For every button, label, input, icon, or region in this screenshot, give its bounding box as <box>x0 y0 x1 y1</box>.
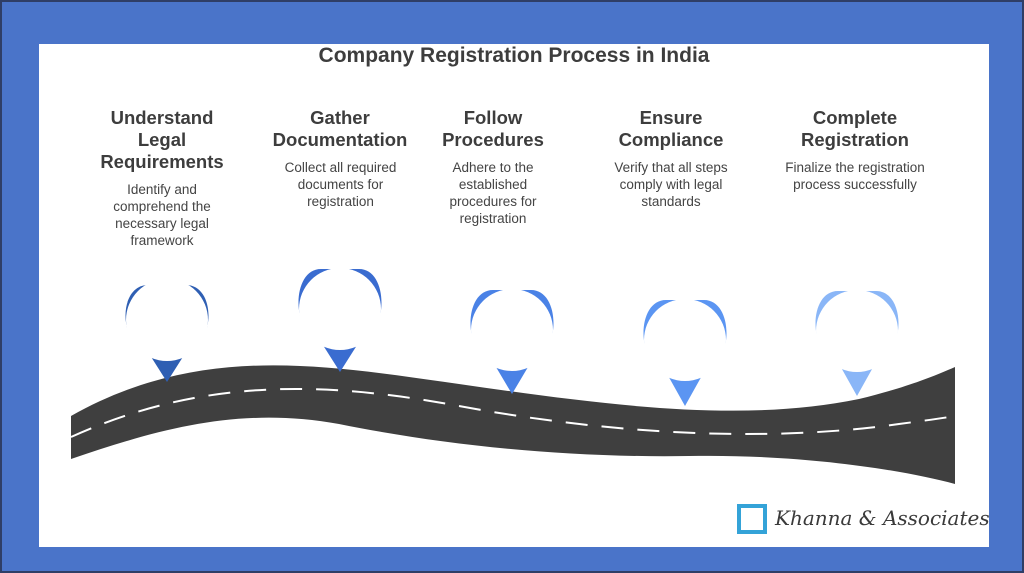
logo-text: Khanna & Associates <box>775 506 989 530</box>
logo-square-icon <box>737 504 767 534</box>
milestone-marker-2 <box>298 268 382 372</box>
step-2: Gather Documentation Collect all require… <box>265 107 415 210</box>
milestone-marker-4 <box>643 299 727 406</box>
company-logo: Khanna & Associates <box>737 502 989 536</box>
step-5-description: Finalize the registration process succes… <box>785 160 925 192</box>
step-4-description: Verify that all steps comply with legal … <box>614 160 728 209</box>
step-5: Complete Registration Finalize the regis… <box>780 107 930 193</box>
step-1-title: Understand Legal Requirements <box>100 107 224 172</box>
step-5-title: Complete Registration <box>801 107 909 150</box>
road <box>71 365 955 484</box>
step-2-description: Collect all required documents for regis… <box>284 160 397 209</box>
step-1-description: Identify and comprehend the necessary le… <box>113 182 211 248</box>
diagram-panel: Company Registration Process in India <box>39 44 989 547</box>
milestone-marker-5 <box>815 290 899 396</box>
step-3-title: Follow Procedures <box>442 107 544 150</box>
step-4: Ensure Compliance Verify that all steps … <box>596 107 746 210</box>
step-4-title: Ensure Compliance <box>618 107 724 150</box>
road-center-line <box>70 388 956 438</box>
roadmap-graphic <box>70 268 956 484</box>
step-3-description: Adhere to the established procedures for… <box>449 160 537 226</box>
milestone-marker-3 <box>470 289 554 394</box>
step-1: Understand Legal Requirements Identify a… <box>87 107 237 249</box>
step-3: Follow Procedures Adhere to the establis… <box>418 107 568 227</box>
milestone-marker-1 <box>125 279 209 382</box>
diagram-title: Company Registration Process in India <box>318 44 710 67</box>
step-2-title: Gather Documentation <box>272 107 408 150</box>
